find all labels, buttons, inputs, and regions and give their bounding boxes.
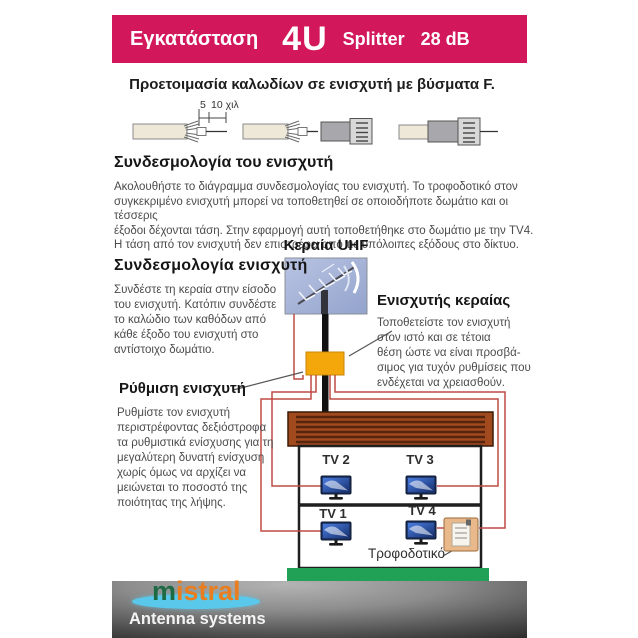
cable-to-tv3: [329, 375, 499, 487]
psu-box: [443, 517, 479, 552]
cable-to-tv2: [271, 375, 323, 487]
header-title: Εγκατάσταση: [130, 27, 259, 50]
cable-to-tv1: [260, 375, 323, 532]
logo-ellipse: [132, 594, 260, 609]
house-roof: [287, 411, 494, 447]
brand-logo-m: m: [152, 576, 177, 606]
header-bar: Εγκατάσταση 4U Splitter 28 dB: [112, 15, 527, 63]
tv4-label: TV 4: [408, 503, 436, 518]
cable-to-psu: [334, 375, 506, 529]
section-wiring-heading: Συνδεσμολογία του ενισχυτή: [114, 154, 334, 171]
cable-prep-step3: [398, 117, 498, 146]
brand-tagline: Antenna systems: [129, 610, 266, 628]
psu-label: Τροφοδοτικό: [368, 546, 445, 561]
antenna-label: Κεραία UHF: [283, 237, 369, 254]
amplifier-box: [305, 351, 345, 376]
header-model: 4U: [282, 19, 328, 58]
section-antenna-wiring-body: Συνδέστε τη κεραία στην είσοδο του ενισχ…: [114, 284, 277, 356]
prep-title: Προετοιμασία καλωδίων σε ενισχυτή με βύσ…: [129, 76, 495, 93]
section-adjustment-body: Ρυθμίστε τον ενισχυτή περιστρέφοντας δεξ…: [117, 407, 274, 509]
tv2-label: TV 2: [322, 452, 350, 467]
footer-strip: mistral Antenna systems: [112, 576, 527, 638]
brand-logo-rest: istral: [176, 576, 241, 606]
header-gain: 28 dB: [420, 28, 470, 49]
section-antenna-amp-heading: Ενισχυτής κεραίας: [377, 292, 511, 309]
header-type: Splitter: [342, 28, 405, 49]
cable-antenna-to-amp: [293, 314, 304, 380]
house-body: [297, 444, 483, 570]
section-antenna-wiring-heading: Συνδεσμολογία ενισχυτή: [114, 257, 308, 274]
section-adjustment-heading: Ρύθμιση ενισχυτή: [119, 380, 246, 397]
section-wiring-body: Ακολουθήστε το διάγραμμα συνδεσμολογίας …: [114, 181, 534, 251]
coax-cables: [260, 314, 506, 532]
uhf-antenna-photo: [284, 257, 368, 315]
tv3-label: TV 3: [406, 452, 434, 467]
dimension-10mm: 10 χιλ: [211, 99, 239, 111]
dimension-marks: [198, 109, 227, 126]
cable-prep-step1: [132, 109, 227, 143]
pointer-adjustment: [232, 371, 304, 391]
section-antenna-amp-body: Τοποθετείστε τον ενισχυτή στον ιστό και …: [377, 317, 531, 389]
pointer-antenna-amp: [348, 330, 393, 357]
brand-logo: mistral: [152, 576, 241, 607]
dimension-5mm: 5: [200, 99, 206, 111]
cable-prep-step2: [242, 118, 373, 145]
ground-bar: [287, 568, 489, 581]
tv1-label: TV 1: [319, 506, 347, 521]
